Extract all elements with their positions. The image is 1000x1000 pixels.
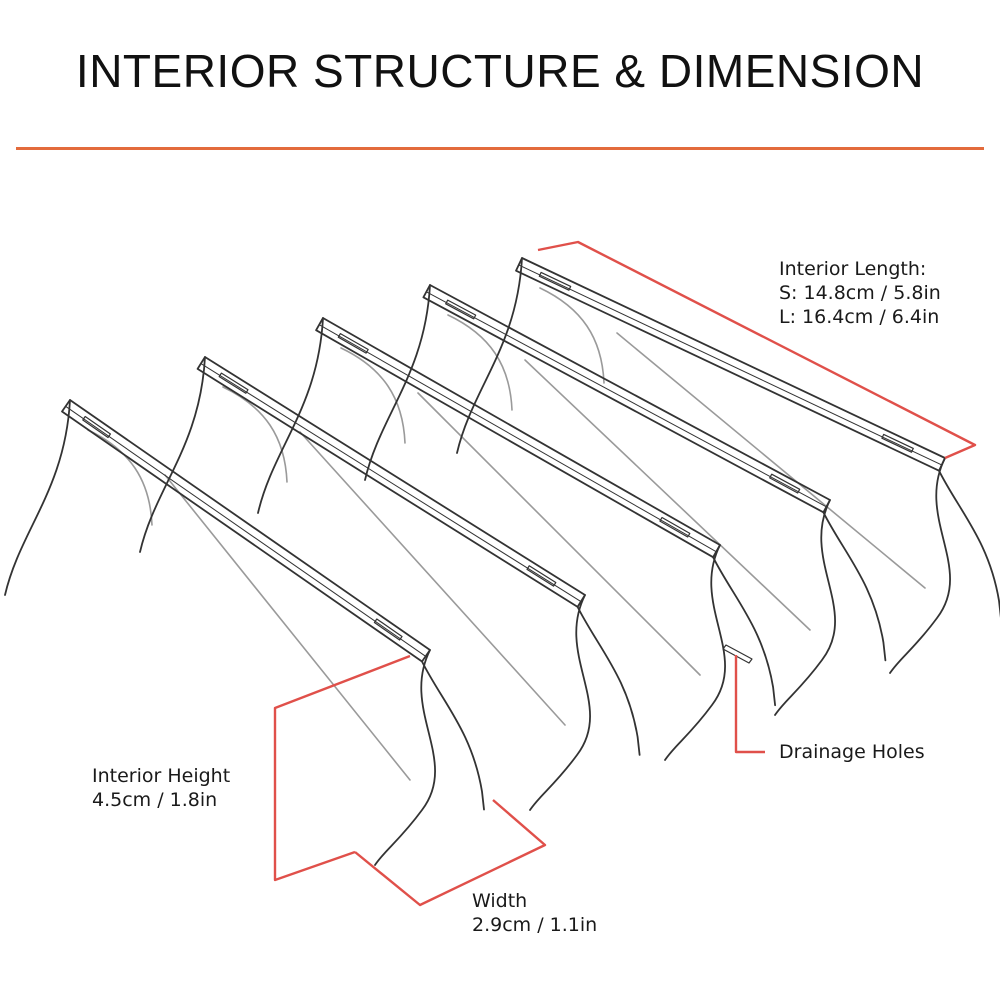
- drainage-holes-label: Drainage Holes: [779, 740, 925, 764]
- wall-back-profile: [139, 356, 206, 553]
- interior-length-large: L: 16.4cm / 6.4in: [779, 306, 940, 328]
- wall-back-profile: [4, 399, 71, 596]
- hidden-base-edge: [164, 474, 411, 781]
- wall-front-profile: [374, 649, 436, 866]
- hidden-wall-5: [539, 287, 926, 589]
- dimension-lines: [273, 240, 977, 907]
- rack-wall-3: [257, 317, 776, 761]
- hidden-wall-4: [447, 314, 811, 631]
- wall-back-profile: [364, 284, 431, 481]
- wall-slot-1: [538, 271, 572, 291]
- interior-length-label: Interior Length: S: 14.8cm / 5.8in L: 16…: [779, 257, 941, 329]
- rack-wall-1: [4, 399, 485, 866]
- wall-top-inner-edge: [425, 291, 827, 508]
- wall-front-rear-profile: [576, 606, 641, 756]
- interior-length-small: S: 14.8cm / 5.8in: [779, 282, 941, 304]
- interior-height-value: 4.5cm / 1.8in: [92, 789, 218, 811]
- rack-wall-4: [364, 284, 887, 716]
- drainage-holes-text: Drainage Holes: [779, 741, 925, 763]
- wall-slot-1: [445, 299, 477, 320]
- wall-top-inner-edge: [200, 363, 582, 603]
- wall-front-rear-profile: [712, 556, 776, 707]
- hidden-back-curve: [87, 429, 153, 526]
- hidden-edges: [87, 287, 926, 781]
- drainage-hole: [722, 644, 753, 664]
- wall-front-rear-profile: [822, 511, 887, 662]
- hidden-base-edge: [524, 359, 811, 631]
- wall-back-profile: [456, 257, 523, 454]
- interior-length-heading: Interior Length:: [779, 258, 927, 280]
- hidden-wall-3: [340, 347, 701, 676]
- wall-front-profile: [889, 457, 951, 674]
- width-value: 2.9cm / 1.1in: [472, 914, 598, 936]
- rack-wall-2: [139, 356, 641, 811]
- rack-walls: [4, 257, 1000, 866]
- wall-front-profile: [529, 594, 591, 811]
- drainage-holes-leader: [734, 655, 765, 754]
- hidden-wall-2: [222, 386, 566, 726]
- hidden-back-curve: [340, 347, 406, 444]
- wall-slot-2: [881, 433, 914, 453]
- hidden-base-edge: [417, 392, 701, 676]
- title-divider: [16, 147, 984, 150]
- hidden-base-edge: [616, 332, 926, 589]
- wall-slot-1: [337, 333, 369, 354]
- wall-front-profile: [664, 544, 726, 761]
- wall-back-profile: [257, 317, 324, 514]
- wall-top-edge: [422, 284, 831, 514]
- page-title: INTERIOR STRUCTURE & DIMENSION: [75, 45, 925, 97]
- interior-height-label: Interior Height 4.5cm / 1.8in: [92, 764, 230, 812]
- wall-front-rear-profile: [421, 660, 485, 811]
- wall-slot-1: [82, 415, 111, 439]
- interior-height-dimension: [273, 654, 411, 882]
- rack-wall-5: [456, 257, 1000, 674]
- interior-length-dimension: [537, 240, 977, 460]
- wall-slot-1: [218, 372, 249, 394]
- width-label: Width 2.9cm / 1.1in: [472, 889, 597, 937]
- wall-top-inner-edge: [318, 324, 717, 553]
- width-dimension: [354, 799, 547, 907]
- hidden-back-curve: [447, 314, 513, 411]
- hidden-base-edge: [299, 431, 566, 726]
- wall-slot-2: [526, 565, 557, 587]
- wall-top-inner-edge: [65, 405, 427, 657]
- wall-slot-2: [769, 473, 801, 494]
- wall-slot-2: [659, 516, 691, 538]
- hidden-back-curve: [539, 287, 605, 384]
- wall-front-rear-profile: [938, 469, 1000, 618]
- wall-front-profile: [774, 499, 836, 716]
- width-heading: Width: [472, 890, 528, 912]
- wall-top-inner-edge: [518, 264, 943, 466]
- wall-slot-2: [373, 618, 403, 641]
- hidden-back-curve: [222, 386, 288, 483]
- hidden-wall-1: [87, 429, 411, 781]
- interior-height-heading: Interior Height: [92, 765, 231, 787]
